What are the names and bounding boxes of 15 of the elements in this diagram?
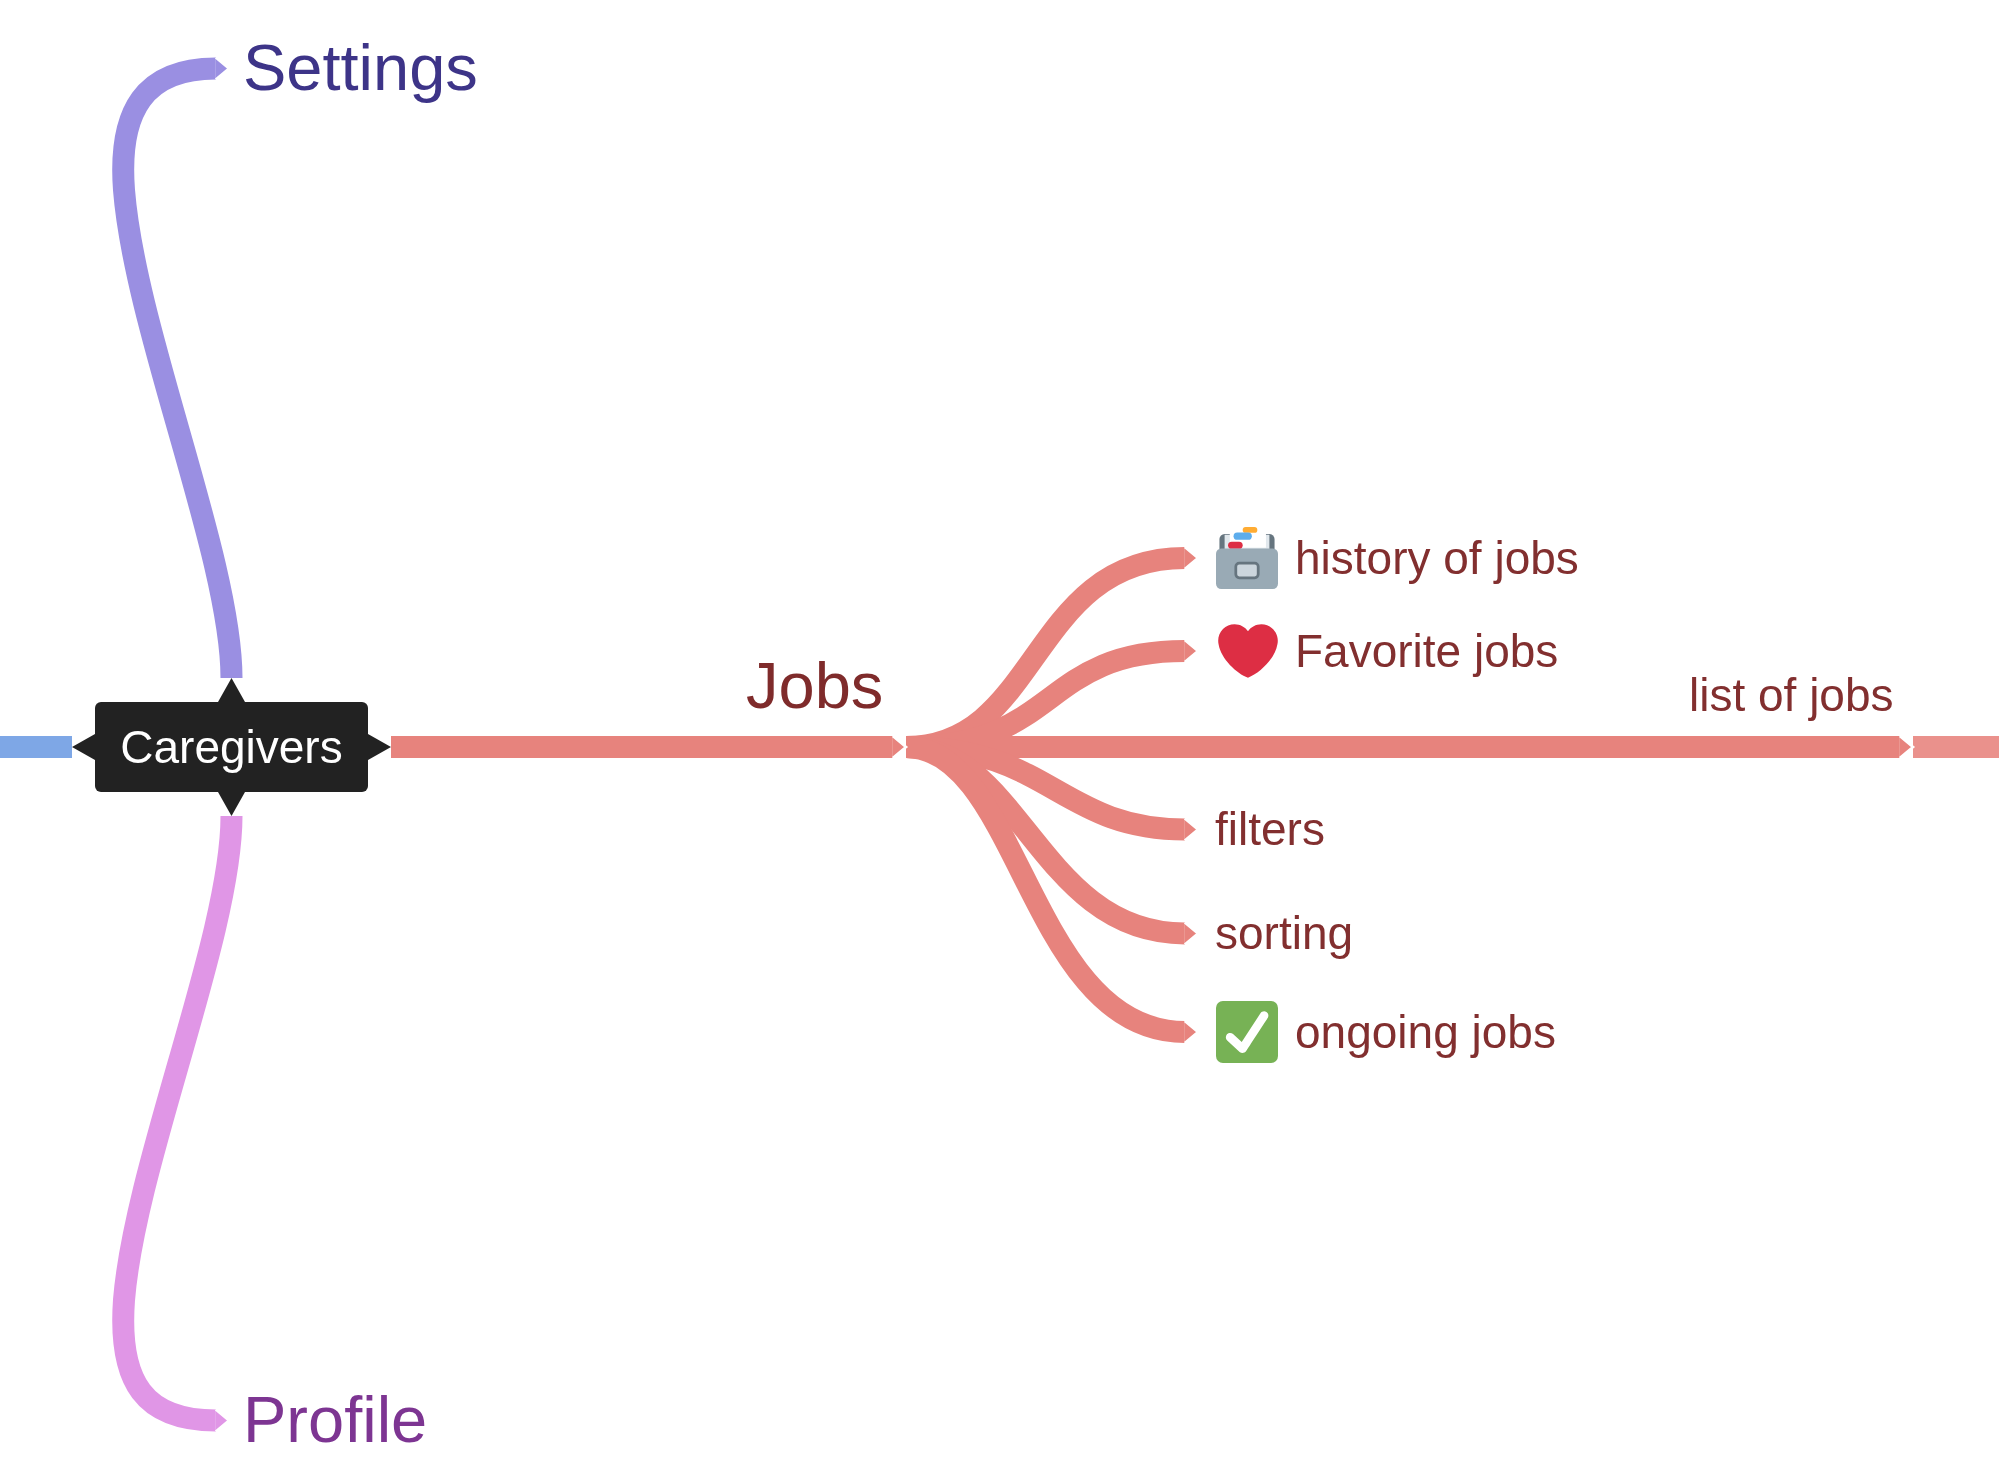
branch-line [112,56,243,679]
branch-label: Profile [243,1383,428,1458]
subtopic-label: history of jobs [1295,531,1579,585]
branch-label: Settings [243,31,478,106]
subtopic-label: ongoing jobs [1295,1005,1556,1059]
subtopic-label: filters [1215,803,1325,856]
subtopic-label: sorting [1215,907,1354,960]
branch-label: Jobs [746,649,885,724]
subtopic-label: list of jobs [1689,669,1895,722]
branch-line [112,815,243,1433]
subtopic-label: Favorite jobs [1295,624,1559,678]
branch-line [0,736,72,758]
topic-label: Caregivers [120,720,343,774]
branch-line [1913,736,1999,758]
branch-line [391,734,908,760]
